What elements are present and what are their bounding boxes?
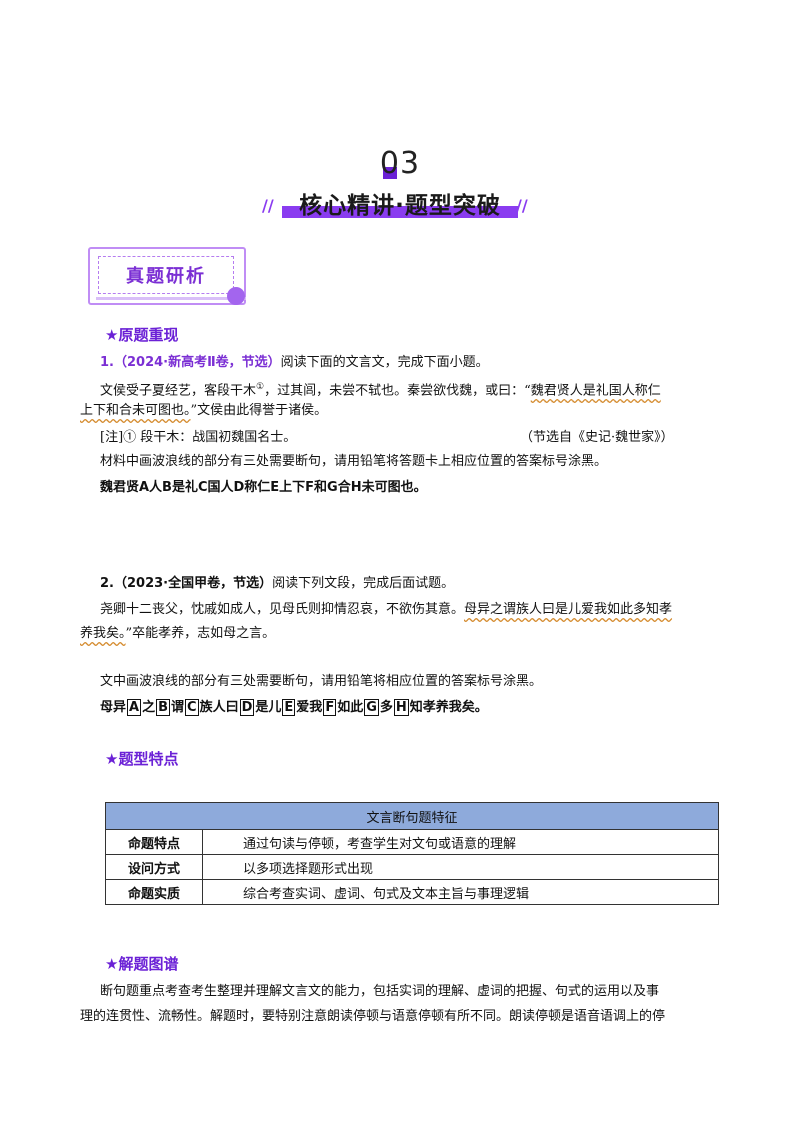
table-key: 设问方式: [105, 854, 203, 880]
q2-instruction: 文中画波浪线的部分有三处需要断句，请用铅笔将相应位置的答案标号涂黑。: [100, 674, 543, 689]
q1-text-b: ，过其闾，未尝不轼也。秦尝欲伐魏，或曰：“: [264, 383, 531, 399]
heading-question-features: ★题型特点: [105, 750, 179, 768]
q1-answer-line: 魏君贤A人B是礼C国人D称仁E上下F和G合H未可图也。: [100, 480, 427, 495]
features-table-header: 文言断句题特征: [105, 802, 719, 830]
table-row: 命题特点 通过句读与停顿，考查学生对文句或语意的理解: [105, 829, 719, 855]
q2-prompt: 阅读下列文段，完成后面试题。: [272, 576, 455, 591]
q2-passage-line2: 养我矣。”卒能孝养，志如母之言。: [80, 622, 720, 646]
heading-solution-map: ★解题图谱: [105, 955, 179, 973]
footnote-mark: ①: [256, 382, 265, 392]
table-value: 通过句读与停顿，考查学生对文句或语意的理解: [202, 829, 719, 855]
answer-option-h: H: [393, 699, 409, 716]
solution-line1: 断句题重点考查考生整理并理解文言文的能力，包括实词的理解、虚词的把握、句式的运用…: [100, 984, 660, 999]
title-right-slashes: //: [516, 196, 528, 215]
q1-text-a: 文侯受子夏经艺，客段干木: [100, 383, 257, 399]
table-row: 命题实质 综合考查实词、虚词、句式及文本主旨与事理逻辑: [105, 879, 719, 905]
answer-text-segment: 知孝养我矣。: [409, 700, 488, 715]
answer-text-segment: 爱我: [296, 700, 323, 715]
section-badge-frame: [88, 247, 246, 305]
title-highlight-bar: [282, 206, 518, 218]
answer-option-b: B: [156, 699, 171, 716]
badge-dot-decoration: [227, 287, 245, 305]
answer-option-g: G: [364, 699, 379, 716]
q2-wavy-part1: 母异之谓族人曰是儿爱我如此多知孝: [464, 602, 673, 617]
q2-wavy-part2: 养我矣。: [80, 626, 126, 641]
section-badge-underline: [96, 297, 246, 300]
q1-text-c: ”文侯由此得誉于诸侯。: [190, 403, 328, 418]
q1-wavy-part1: 魏君贤人是礼国人称仁: [530, 383, 661, 399]
table-value: 综合考查实词、虚词、句式及文本主旨与事理逻辑: [202, 879, 719, 905]
table-key: 命题实质: [105, 879, 203, 905]
q1-number: 1.（2024·新高考Ⅱ卷，节选）: [100, 355, 281, 370]
q1-instruction: 材料中画波浪线的部分有三处需要断句，请用铅笔将答题卡上相应位置的答案标号涂黑。: [100, 454, 608, 469]
table-row: 设问方式 以多项选择题形式出现: [105, 854, 719, 880]
q2-passage-line1: 尧卿十二丧父，忱戚如成人，见母氏则抑情忍哀，不欲伤其意。母异之谓族人曰是儿爱我如…: [100, 598, 725, 622]
q1-passage-line2: 上下和合未可图也。”文侯由此得誉于诸侯。: [80, 399, 720, 423]
answer-text-segment: 之: [142, 700, 156, 715]
answer-text-segment: 多: [379, 700, 393, 715]
q1-passage-line1: 文侯受子夏经艺，客段干木①，过其闾，未尝不轼也。秦尝欲伐魏，或曰：“魏君贤人是礼…: [100, 375, 725, 403]
q2-title-line: 2.（2023·全国甲卷，节选）阅读下列文段，完成后面试题。: [100, 572, 720, 596]
section-badge: 真题研析: [98, 256, 234, 294]
table-key: 命题特点: [105, 829, 203, 855]
answer-option-d: D: [239, 699, 255, 716]
q1-title-line: 1.（2024·新高考Ⅱ卷，节选）阅读下面的文言文，完成下面小题。: [100, 351, 720, 375]
q1-wavy-part2: 上下和合未可图也。: [80, 403, 191, 418]
page-title: 核心精讲·题型突破: [299, 193, 501, 219]
answer-text-segment: 谓: [171, 700, 185, 715]
answer-text-segment: 母异: [100, 700, 127, 715]
q1-source: （节选自《史记·魏世家》）: [520, 430, 674, 445]
q2-text-a: 尧卿十二丧父，忱戚如成人，见母氏则抑情忍哀，不欲伤其意。: [100, 602, 465, 617]
section-number: 03: [379, 146, 421, 181]
solution-line2: 理的连贯性、流畅性。解题时，要特别注意朗读停顿与语意停顿有所不同。朗读停顿是语音…: [80, 1009, 666, 1024]
title-left-slashes: //: [262, 196, 274, 215]
heading-original-questions: ★原题重现: [105, 326, 179, 344]
answer-option-a: A: [127, 699, 142, 716]
q2-text-b: ”卒能孝养，志如母之言。: [125, 626, 276, 641]
answer-text-segment: 族人曰: [199, 700, 239, 715]
section-number-accent: [383, 167, 397, 179]
q2-number: 2.（2023·全国甲卷，节选）: [100, 576, 273, 591]
answer-text-segment: 如此: [337, 700, 364, 715]
answer-option-f: F: [323, 699, 337, 716]
answer-option-e: E: [282, 699, 296, 716]
q1-prompt: 阅读下面的文言文，完成下面小题。: [280, 355, 489, 370]
features-table: 文言断句题特征 命题特点 通过句读与停顿，考查学生对文句或语意的理解 设问方式 …: [105, 802, 719, 905]
answer-text-segment: 是儿: [255, 700, 282, 715]
table-value: 以多项选择题形式出现: [202, 854, 719, 880]
answer-option-c: C: [185, 699, 199, 716]
q1-note: [注]① 段干木：战国初魏国名士。: [100, 430, 297, 445]
